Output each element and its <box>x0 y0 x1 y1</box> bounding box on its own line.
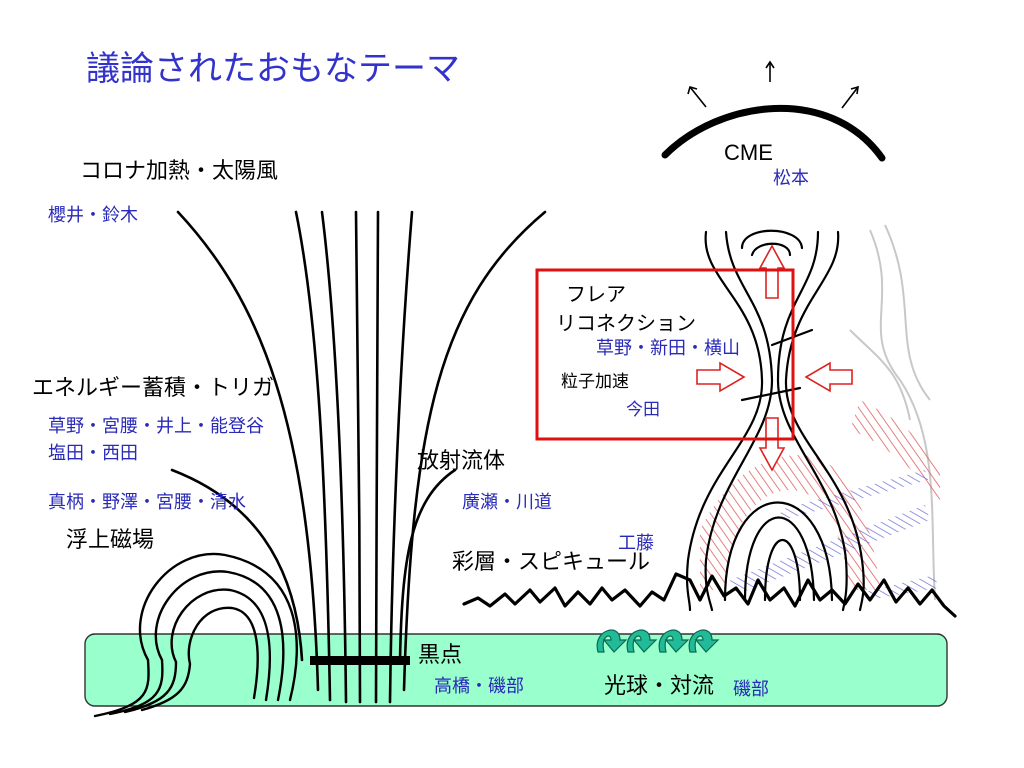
page-title: 議論されたおもなテーマ <box>86 49 460 89</box>
emerging-flux-label: 浮上磁場 <box>66 528 155 553</box>
field-line <box>388 210 414 704</box>
reconnection-field-lines <box>685 229 865 612</box>
open-field-lines <box>170 210 547 704</box>
flux-loop <box>123 588 271 714</box>
curved-convection-arrow-icon <box>596 629 720 653</box>
chromosphere-spicules <box>462 572 957 618</box>
field-line <box>402 210 547 692</box>
particle-author: 今田 <box>626 400 660 420</box>
sunspot-authors: 高橋・磯部 <box>434 676 524 697</box>
corona-heating-label: コロナ加熱・太陽風 <box>80 159 279 184</box>
cme-front <box>661 104 886 162</box>
hatched-band-blue <box>730 505 930 595</box>
emerging-authors: 真柄・野澤・宮腰・清水 <box>48 492 246 513</box>
flare-label: フレア <box>566 282 626 306</box>
radiative-authors: 廣瀬・川道 <box>462 492 552 513</box>
chromosphere-label: 彩層・スピキュール <box>452 550 651 575</box>
photosphere-author: 磯部 <box>733 679 769 700</box>
cme-label: CME <box>724 140 773 165</box>
field-line <box>320 210 348 704</box>
energy-storage-label: エネルギー蓄積・トリガ <box>32 376 275 401</box>
sunspot-label: 黒点 <box>418 643 463 668</box>
hatched-loop-red <box>700 455 880 590</box>
emerging-flux-loops <box>93 552 298 718</box>
field-line <box>374 210 380 704</box>
field-line <box>176 210 320 692</box>
chromosphere-author: 工藤 <box>618 533 654 554</box>
flux-loop <box>140 606 259 712</box>
hollow-red-arrow-icon <box>696 244 853 472</box>
corona-authors: 櫻井・鈴木 <box>48 205 138 226</box>
up-arrow-icon <box>687 60 859 109</box>
flux-loop <box>108 570 285 716</box>
flare-reconnection-box <box>535 268 795 441</box>
flare-authors: 草野・新田・横山 <box>596 338 740 359</box>
field-line <box>294 210 332 702</box>
faint-loops <box>849 224 936 601</box>
hatched-band-blue-2 <box>780 470 928 520</box>
energy-authors-line1: 草野・宮腰・井上・能登谷 <box>48 416 264 437</box>
energy-authors-line2: 塩田・西田 <box>48 443 138 464</box>
reconnection-label: リコネクション <box>556 311 696 335</box>
particle-accel-label: 粒子加速 <box>561 372 629 392</box>
flux-loop <box>93 552 298 718</box>
field-line <box>170 468 304 662</box>
hatched-band-blue-3 <box>865 575 938 600</box>
radiative-fluid-label: 放射流体 <box>417 449 506 474</box>
photosphere-label: 光球・対流 <box>604 674 715 699</box>
field-line <box>398 468 457 662</box>
field-line <box>354 210 362 704</box>
cme-author: 松本 <box>773 168 809 189</box>
